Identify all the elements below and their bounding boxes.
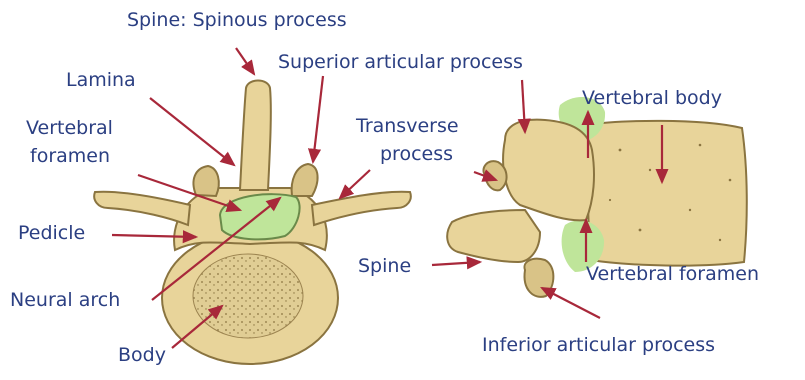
- transverse-process-right-shape: [312, 192, 411, 225]
- label-superior-articular-process: Superior articular process: [278, 52, 523, 73]
- label-lamina: Lamina: [66, 70, 136, 91]
- transverse-process-left-shape: [94, 192, 190, 225]
- side-body-shape: [585, 121, 747, 266]
- arrow-transverse: [340, 170, 370, 198]
- label-vertebral-body: Vertebral body: [582, 88, 722, 109]
- superior-articular-right-shape: [292, 164, 318, 196]
- label-transverse-process-line1: Transverse: [356, 116, 459, 137]
- arrow-superior-articular: [313, 76, 323, 162]
- label-neural-arch: Neural arch: [10, 290, 120, 311]
- arrow-side-inferior-articular: [542, 288, 600, 318]
- body-spongy-bone: [193, 254, 303, 338]
- arrow-spinous: [236, 48, 254, 74]
- label-inferior-articular-process: Inferior articular process: [482, 335, 715, 356]
- arrow-side-spine: [432, 262, 480, 265]
- label-pedicle: Pedicle: [18, 223, 85, 244]
- label-body: Body: [118, 345, 166, 366]
- superior-articular-left-shape: [193, 166, 218, 196]
- vertebral-foramen-shape: [220, 194, 300, 239]
- label-vertebral-foramen-line1: Vertebral: [26, 118, 113, 139]
- label-spine: Spine: [358, 256, 411, 277]
- arrow-lamina: [150, 98, 234, 165]
- label-transverse-process-line2: process: [380, 144, 453, 165]
- side-arch-shape: [503, 120, 594, 221]
- label-vertebral-foramen-side: Vertebral foramen: [586, 264, 759, 285]
- label-vertebral-foramen-line2: foramen: [30, 146, 110, 167]
- spinous-process-shape: [240, 81, 271, 191]
- label-spinous-process: Spine: Spinous process: [127, 10, 347, 31]
- side-spine-shape: [447, 210, 540, 262]
